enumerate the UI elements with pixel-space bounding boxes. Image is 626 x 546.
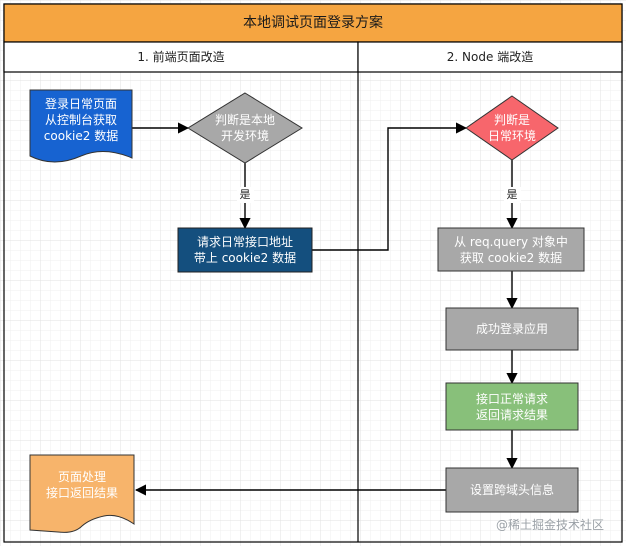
request-api-shape: [177, 227, 313, 273]
page-process-shape: [29, 454, 135, 533]
daily-decision-shape: [465, 95, 559, 161]
lane-header-node: [357, 41, 623, 73]
dev-decision-shape: [187, 92, 303, 164]
title-bar: [3, 3, 623, 43]
normal-request-shape: [445, 382, 579, 431]
login-app-shape: [445, 307, 579, 351]
edge-request-to-daily-decision: [312, 122, 468, 251]
login-doc-shape: [29, 89, 133, 163]
set-cors-shape: [445, 467, 579, 513]
lane-header-frontend: [3, 41, 359, 73]
get-cookie-shape: [437, 227, 585, 272]
